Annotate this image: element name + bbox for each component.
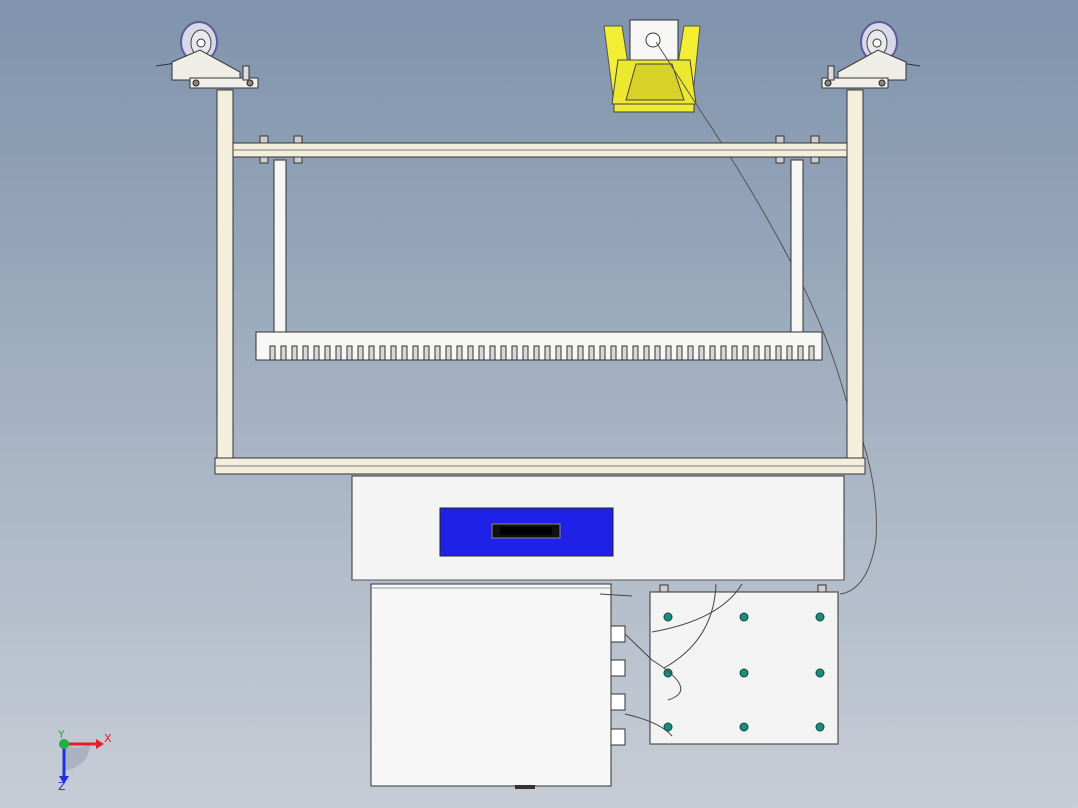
caster-wheel-icon — [821, 21, 921, 89]
bolt-icon — [663, 668, 673, 678]
comb-slot — [291, 345, 298, 361]
comb-slot — [566, 345, 573, 361]
y-axis-dot — [59, 739, 69, 749]
comb-slot — [478, 345, 485, 361]
comb-slot — [632, 345, 639, 361]
comb-slot — [445, 345, 452, 361]
hook-icon — [603, 19, 701, 113]
bolt-icon — [815, 612, 825, 622]
comb-slot — [764, 345, 771, 361]
comb-slot — [797, 345, 804, 361]
comb-slot — [698, 345, 705, 361]
comb-slot — [423, 345, 430, 361]
caster-wheel-icon — [155, 21, 259, 89]
bolt-icon — [739, 722, 749, 732]
z-axis-label: Z — [58, 780, 66, 793]
comb-slot — [346, 345, 353, 361]
control-box — [351, 475, 845, 581]
comb-slot — [808, 345, 815, 361]
comb-slot — [676, 345, 683, 361]
comb-slot — [588, 345, 595, 361]
comb-slot — [731, 345, 738, 361]
comb-slot — [621, 345, 628, 361]
comb-slot — [654, 345, 661, 361]
comb-slot — [709, 345, 716, 361]
terminal-plate — [649, 584, 839, 745]
lower-enclosure — [370, 583, 626, 789]
comb-slot — [313, 345, 320, 361]
comb-slot — [533, 345, 540, 361]
comb-slot — [500, 345, 507, 361]
comb-slot — [368, 345, 375, 361]
x-axis-label: X — [104, 732, 112, 745]
comb-slot — [643, 345, 650, 361]
frame — [214, 89, 866, 475]
bolt-icon — [815, 668, 825, 678]
comb-slot — [467, 345, 474, 361]
axis-triad: X Y Z — [57, 728, 112, 793]
comb-rack — [255, 331, 823, 361]
comb-slot — [335, 345, 342, 361]
comb-slot — [753, 345, 760, 361]
comb-slot — [511, 345, 518, 361]
bolt-icon — [815, 722, 825, 732]
comb-slot — [379, 345, 386, 361]
comb-slot — [390, 345, 397, 361]
bolt-icon — [739, 612, 749, 622]
comb-slot — [775, 345, 782, 361]
comb-slot — [357, 345, 364, 361]
comb-slot — [324, 345, 331, 361]
comb-slot — [720, 345, 727, 361]
comb-slot — [401, 345, 408, 361]
comb-slot — [544, 345, 551, 361]
comb-slot — [786, 345, 793, 361]
comb-slot — [302, 345, 309, 361]
comb-slot — [742, 345, 749, 361]
comb-slot — [280, 345, 287, 361]
comb-slot — [489, 345, 496, 361]
comb-slot — [269, 345, 276, 361]
comb-slot — [665, 345, 672, 361]
comb-slot — [412, 345, 419, 361]
comb-slot — [610, 345, 617, 361]
comb-slot — [434, 345, 441, 361]
bolt-icon — [739, 668, 749, 678]
comb-slot — [555, 345, 562, 361]
comb-slot — [599, 345, 606, 361]
comb-slot — [577, 345, 584, 361]
bolt-icon — [663, 722, 673, 732]
display-icon — [439, 507, 614, 557]
comb-slot — [456, 345, 463, 361]
comb-slot — [687, 345, 694, 361]
y-axis-label: Y — [57, 728, 65, 741]
bolt-icon — [663, 612, 673, 622]
comb-slot — [522, 345, 529, 361]
